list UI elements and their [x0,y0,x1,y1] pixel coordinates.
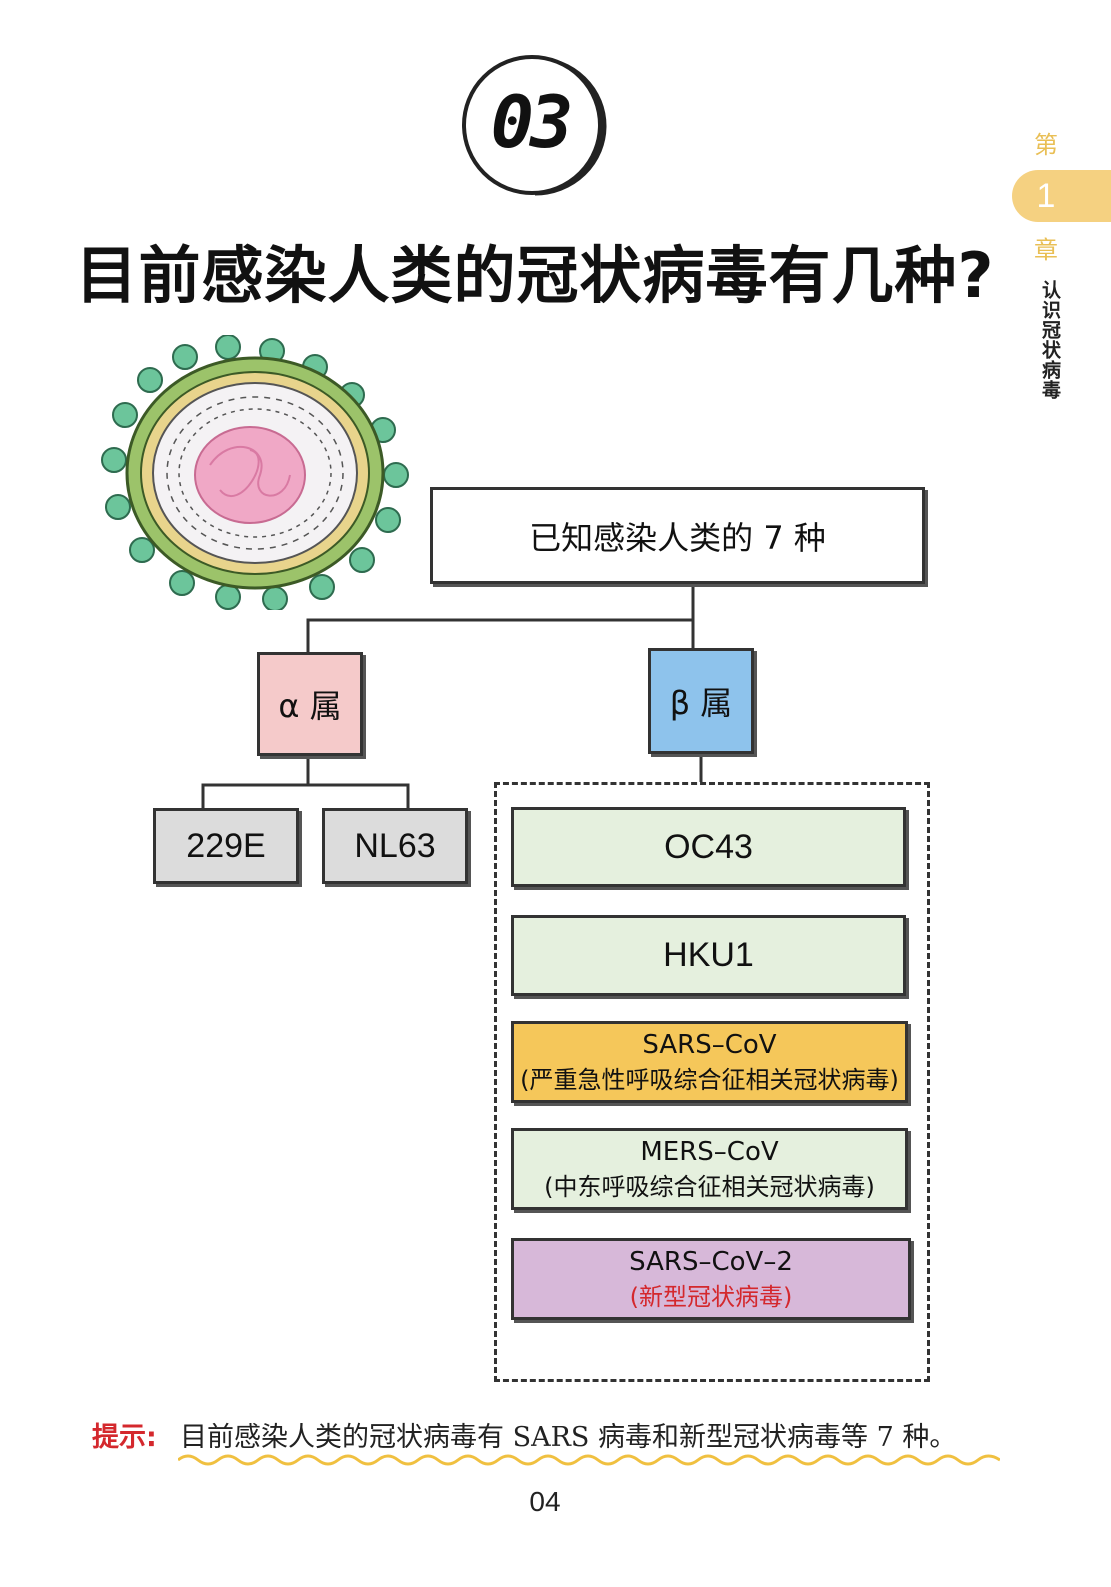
chapter-suffix: 章 [1034,236,1058,264]
virus-name: SARS–CoV–2 [629,1246,793,1277]
section-badge [462,55,607,196]
beta-genus-node: β 属 [648,648,754,754]
alpha-genus-node: α 属 [257,652,363,756]
chapter-name: 认识冠状病毒 [1039,280,1061,400]
virus-note: (严重急性呼吸综合征相关冠状病毒) [520,1065,899,1094]
virus-note: (新型冠状病毒) [629,1282,793,1311]
virus-hku1-node: HKU1 [511,915,906,996]
root-node: 已知感染人类的 7 种 [430,487,925,584]
hint-label: 提示: [92,1422,157,1453]
section-number: 03 [490,80,574,164]
virus-229e-node: 229E [153,808,299,884]
virus-name: MERS–CoV [640,1136,779,1167]
wavy-underline [178,1454,1000,1466]
page-number: 04 [529,1486,561,1517]
beta-group-frame [494,782,930,1382]
virus-note: (中东呼吸综合征相关冠状病毒) [544,1172,875,1201]
page-title: 目前感染人类的冠状病毒有几种? [75,239,995,312]
virus-oc43-node: OC43 [511,807,906,887]
chapter-tab [1012,170,1111,222]
hint-text: 目前感染人类的冠状病毒有 SARS 病毒和新型冠状病毒等 7 种。 [180,1422,957,1453]
chapter-prefix: 第 [1034,131,1058,159]
virus-mers-cov-node: MERS–CoV (中东呼吸综合征相关冠状病毒) [511,1128,908,1210]
virus-nl63-node: NL63 [322,808,468,884]
virus-name: SARS–CoV [642,1029,777,1060]
coronavirus-illustration [101,335,409,610]
virus-sars-cov-node: SARS–CoV (严重急性呼吸综合征相关冠状病毒) [511,1021,908,1103]
chapter-number: 1 [1036,177,1056,215]
virus-sars-cov-2-node: SARS–CoV–2 (新型冠状病毒) [511,1238,911,1320]
